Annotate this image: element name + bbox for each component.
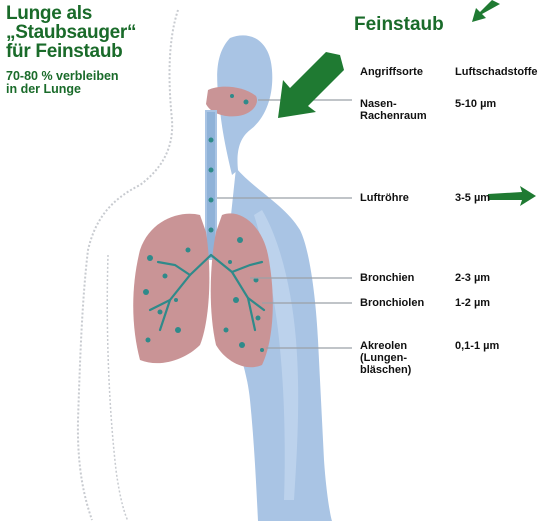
site-line: Akreolen [360,340,450,352]
site-label-alveoli: Akreolen (Lungen- bläschen) [360,340,450,376]
page-title: Lunge als „Staubsauger“ für Feinstaub [6,4,176,61]
subtitle-line: in der Lunge [6,83,146,96]
size-value-bronchioles: 1-2 µm [455,297,535,309]
site-line: Luftröhre [360,192,450,204]
site-line: Bronchien [360,272,450,284]
title-line: „Staubsauger“ [6,23,176,42]
site-line: (Lungen- [360,352,450,364]
column-header-size: Luftschadstoffe [455,66,538,78]
size-value-trachea: 3-5 µm [455,192,535,204]
size-value-bronchi: 2-3 µm [455,272,535,284]
subtitle: 70-80 % verbleiben in der Lunge [6,70,146,96]
site-label-bronchi: Bronchien [360,272,450,284]
body-outline-inner [107,255,128,521]
site-line: Bronchiolen [360,297,450,309]
site-label-bronchioles: Bronchiolen [360,297,450,309]
trachea-inner [207,112,215,258]
title-line: Lunge als [6,4,176,23]
site-line: Nasen- [360,98,450,110]
section-heading: Feinstaub [354,14,444,36]
site-label-trachea: Luftröhre [360,192,450,204]
title-line: für Feinstaub [6,42,176,61]
size-value-nasal: 5-10 µm [455,98,535,110]
arrow-top-icon [472,0,500,22]
column-header-site: Angriffsorte [360,66,423,78]
arrow-large-icon [278,52,344,118]
left-lung [133,214,209,363]
site-line: Rachenraum [360,110,450,122]
size-value-alveoli: 0,1-1 µm [455,340,535,352]
site-line: bläschen) [360,364,450,376]
site-label-nasal: Nasen- Rachenraum [360,98,450,122]
